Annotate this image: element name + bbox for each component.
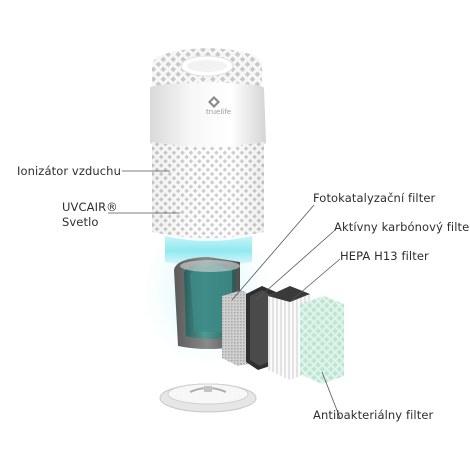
label-uvcair: UVCAIR® Svetlo xyxy=(62,200,118,230)
leader-lines xyxy=(108,170,341,419)
label-uvcair-line2: Svetlo xyxy=(62,215,99,229)
purifier-body xyxy=(150,48,266,238)
hepa-filter xyxy=(268,286,310,380)
brand-logo-text: truelife xyxy=(206,108,232,116)
label-ionizer: Ionizátor vzduchu xyxy=(17,164,121,178)
label-photocatalytic-filter: Fotokatalyzační filter xyxy=(313,191,436,205)
uv-light-beam xyxy=(165,236,252,266)
label-antibacterial-filter: Antibakteriálny filter xyxy=(313,408,434,422)
label-hepa-filter: HEPA H13 filter xyxy=(340,249,429,263)
label-carbon-filter: Aktívny karbónový filter xyxy=(334,220,470,234)
base-disk xyxy=(159,383,257,413)
label-uvcair-line1: UVCAIR® xyxy=(62,200,118,214)
antibacterial-filter xyxy=(300,296,344,384)
